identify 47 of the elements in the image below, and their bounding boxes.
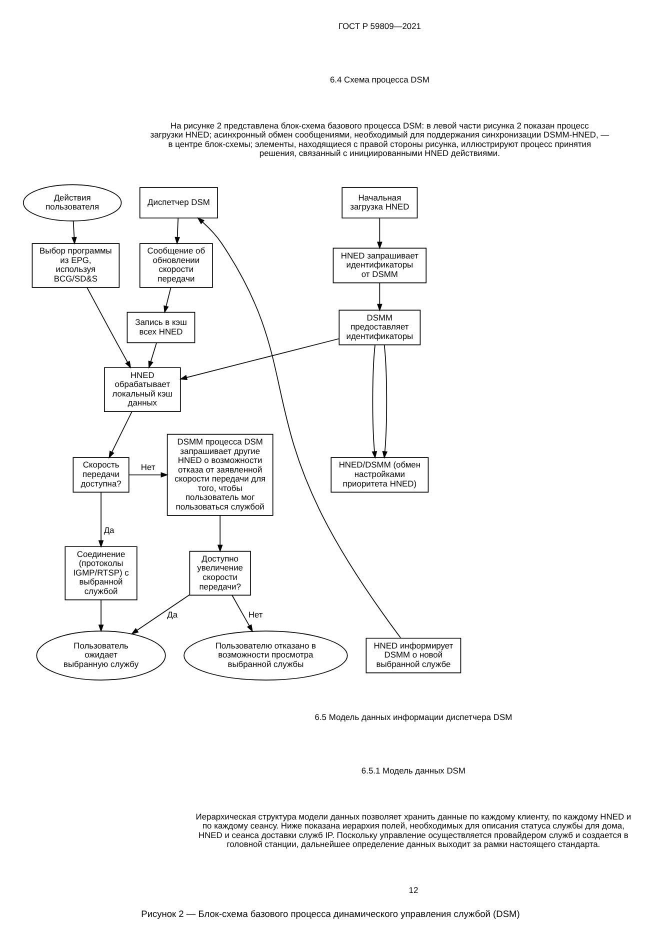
arrow (164, 287, 172, 314)
label: 12 (408, 885, 418, 896)
node-box: Доступно увеличение скорости передачи? (189, 550, 251, 596)
edge-label: Нет (140, 462, 156, 472)
arrow (98, 492, 104, 548)
node-box: HNED обрабатывает локальный кэш данных (104, 367, 181, 412)
node-box: Выбор программы из EPG, используя BCG/SD&S (32, 243, 120, 288)
node-box: Запись в кэш всех HNED (126, 312, 196, 344)
node-box: Соединение (протоколы IGMP/RTSP) с выбранной службой (64, 546, 138, 600)
arrow (86, 287, 132, 369)
node-box: DSMM предоставляет идентификаторы (338, 310, 421, 346)
node-box: HNED/DSMM (обмен настройками приоритета HNED) (330, 457, 429, 493)
arrow (174, 218, 180, 245)
arrow (372, 344, 378, 459)
label: Иерархическая структура модели данных позволяет хранить данные по каждому клиенту, по каждому HNED и по каждому сеансу. Ниже показана иерархия полей, необходимых для описания статуса службы для дома, HNED и сеанса доставки служб IP. Поскольку управление осуществляется провайдером служб и создается в головной станции, дальнейшее определение данных выходит за рамки настоящего стандарта. (196, 811, 632, 850)
node-box: Начальная загрузка HNED (342, 187, 418, 218)
node-ellipse: Действия пользователя (22, 184, 122, 222)
arrow (377, 218, 382, 250)
label: 6.5.1 Модель данных DSM (361, 765, 466, 776)
node-box: Диспетчер DSM (139, 187, 218, 218)
node-ellipse: Пользователь ожидает выбранную службу (36, 630, 166, 680)
label: 6.5 Модель данных информации диспетчера DSM (314, 712, 512, 722)
arrow (197, 217, 402, 638)
node-box: HNED информирует DSMM о новой выбранной службе (366, 638, 462, 674)
node-box: Сообщение об обновлении скорости передачи (139, 243, 213, 288)
arrow (72, 220, 77, 245)
arrow (217, 515, 223, 552)
arrow (377, 282, 382, 312)
caption: Рисунок 2 — Блок-схема базового процесса динамического управления службой (DSM) (141, 909, 520, 920)
arrow (128, 472, 168, 478)
label: ГОСТ Р 59809—2021 (338, 21, 421, 32)
arrow (382, 344, 388, 459)
arrow (108, 411, 132, 459)
label: На рисунке 2 представлена блок-схема базового процесса DSM: в левой части рисунка 2 показан процесс загрузки HNED; асинхронный обмен сообщениями, необходимый для поддержания синхронизации DSMM-HNED, — в центре блок-схемы; элементы, находящиеся с правой стороны рисунка, иллюстрируют процесс принятия решения, связанный с инициированными HNED действиями. (150, 120, 610, 158)
node-box: DSMM процесса DSM запрашивает другие HNED о возможности отказа от заявленной скорости передачи для того, чтобы пользователь мог пользоваться службой (166, 434, 274, 516)
arrow (179, 338, 340, 380)
arrow (98, 600, 104, 632)
node-box: HNED запрашивает идентификаторы от DSMM (332, 248, 427, 284)
label: 6.4 Схема процесса DSM (330, 74, 430, 84)
edge-label: Да (104, 525, 114, 536)
node-ellipse: Пользователю отказано в возможности просмотра выбранной службы (184, 630, 348, 680)
edge-label: Нет (248, 610, 263, 620)
arrow (232, 594, 253, 632)
arrow (130, 594, 190, 634)
node-box: Скорость передачи доступна? (72, 457, 130, 493)
arrow (148, 342, 157, 369)
edge-label: Да (167, 610, 178, 620)
